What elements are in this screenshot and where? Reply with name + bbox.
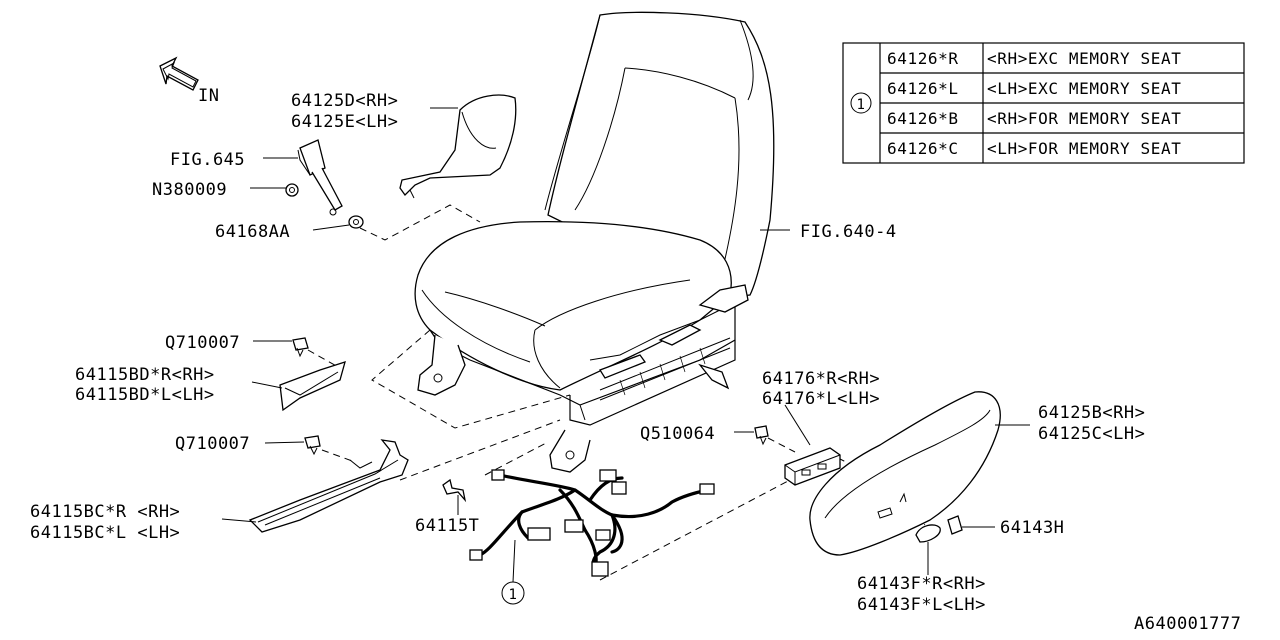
front-cover-64115bd [279,337,346,412]
label-64125e: 64125E<LH> [291,112,398,132]
harness-callout-number: 1 [509,587,518,603]
label-fig640-4: FIG.640-4 [800,222,897,242]
label-64125b: 64125B<RH> [1038,403,1145,423]
label-64143f-r: 64143F*R<RH> [857,574,986,594]
rail-cover-64115bc [248,435,409,533]
label-64115bc-l: 64115BC*L <LH> [30,523,180,543]
washer-64168aa [348,215,364,229]
label-fig645: FIG.645 [170,150,245,170]
knob-64143h [947,515,963,535]
legend-row-3-part: 64126*B [887,109,959,128]
label-64115bc-r: 64115BC*R <RH> [30,502,180,522]
knob-64143f [915,524,941,543]
legend-row-1-desc: <RH>EXC MEMORY SEAT [987,49,1181,68]
clip-q710007-b [304,435,321,449]
trim-cover-upper [399,94,517,199]
side-cover-64125b [809,391,1001,556]
diagram-id: A640001777 [1134,614,1241,634]
legend-callout-circle [850,92,872,114]
label-64176-r: 64176*R<RH> [762,369,880,389]
label-64115bd-l: 64115BD*L<LH> [75,385,215,405]
label-64115bd-r: 64115BD*R<RH> [75,365,215,385]
bracket-64115t [442,478,467,503]
nut-n380009 [285,183,299,197]
part-labels: 64125D<RH> 64125E<LH> FIG.645 N380009 64… [30,91,1241,634]
label-64125c: 64125C<LH> [1038,424,1145,444]
legend-row-3-desc: <RH>FOR MEMORY SEAT [987,109,1181,128]
label-64125d: 64125D<RH> [291,91,398,111]
screw-q510064 [754,425,769,439]
label-64176-l: 64176*L<LH> [762,389,880,409]
legend-row-1-part: 64126*R [887,49,959,68]
harness-callout: 1 [501,581,525,605]
clip-q710007-a [292,337,309,351]
label-q710007-b: Q710007 [175,434,250,454]
legend-row-2-part: 64126*L [887,79,959,98]
legend-table: 1 64126*R <RH>EXC MEMORY SEAT 64126*L <L… [842,42,1245,164]
label-64115t: 64115T [415,516,479,536]
wiring-harness-64126 [469,469,715,577]
direction-label: IN [198,86,219,106]
label-q510064: Q510064 [640,424,715,444]
label-64143h: 64143H [1000,518,1064,538]
label-n380009: N380009 [152,180,227,200]
legend-row-4-part: 64126*C [887,139,959,158]
leader-lines [221,107,1030,583]
switch-64176 [754,425,841,486]
label-64168aa: 64168AA [215,222,290,242]
belt-anchor [285,139,364,229]
label-64143f-l: 64143F*L<LH> [857,595,986,615]
legend-row-4-desc: <LH>FOR MEMORY SEAT [987,139,1181,158]
direction-arrow-icon: IN [159,56,219,106]
legend-row-2-desc: <LH>EXC MEMORY SEAT [987,79,1181,98]
legend-callout-number: 1 [857,97,866,113]
seat-assembly [414,11,775,473]
label-q710007-a: Q710007 [165,333,240,353]
